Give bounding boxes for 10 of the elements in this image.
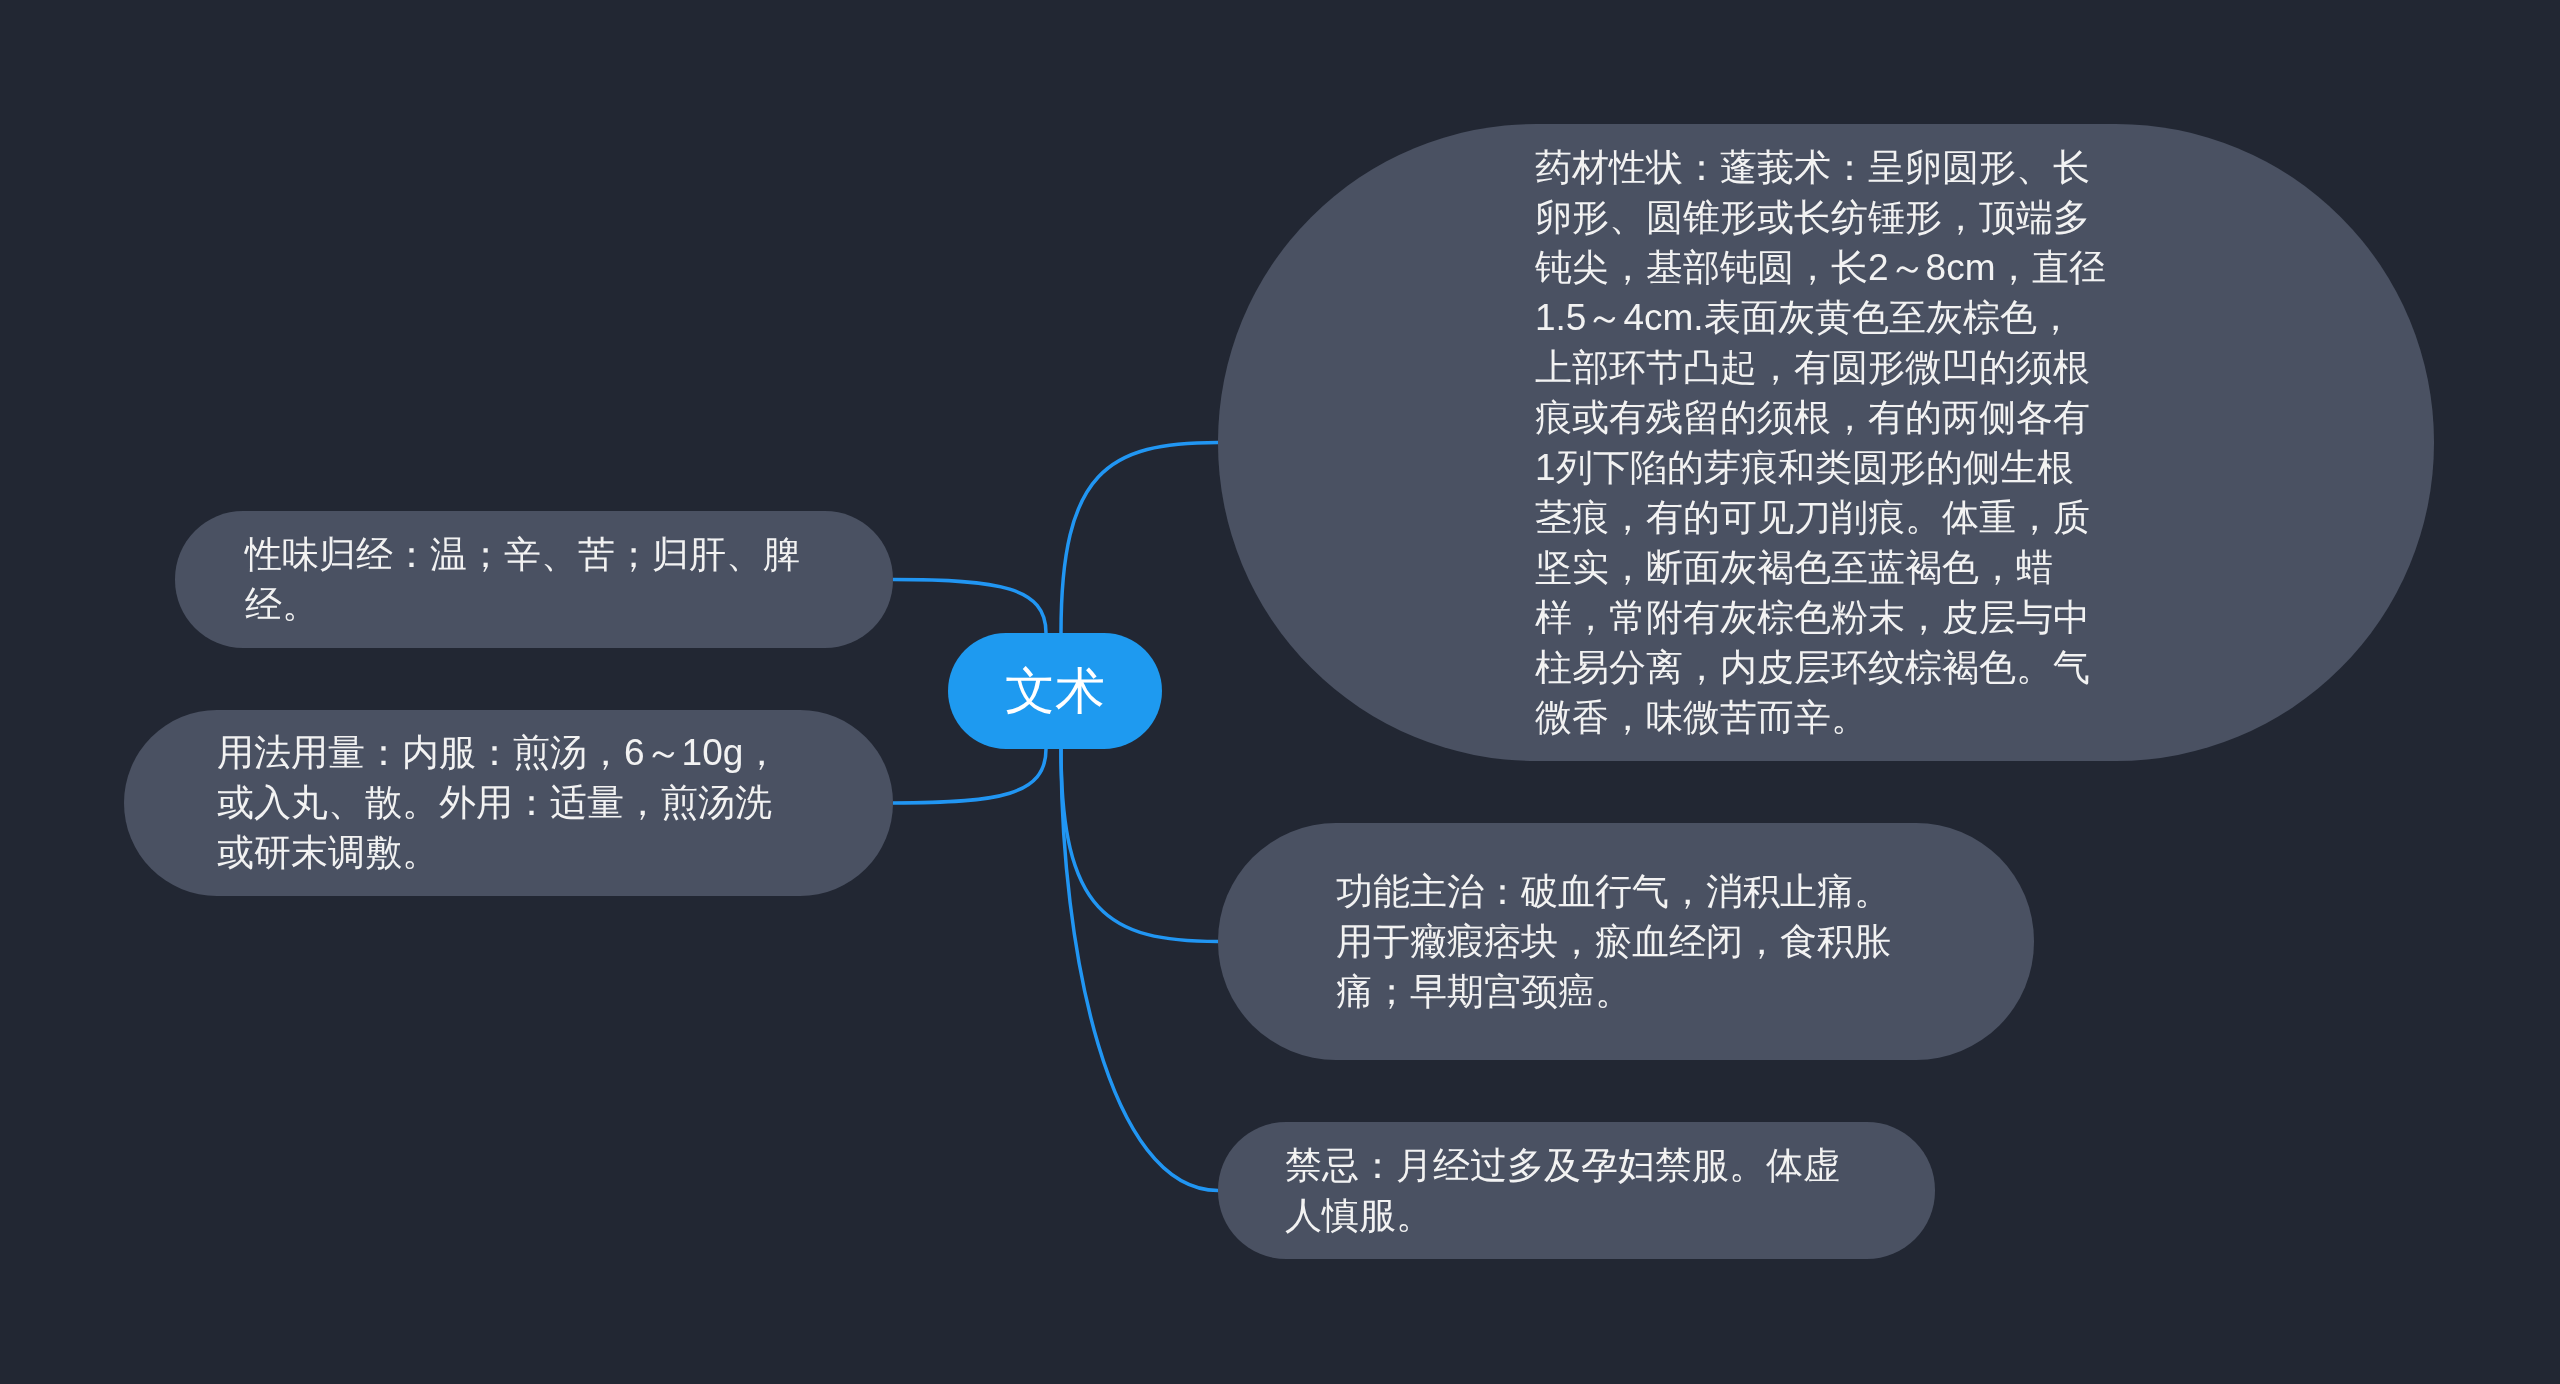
topic-text: 功能主治：破血行气，消积止痛。用于癥瘕痞块，瘀血经闭，食积胀痛；早期宫颈癌。: [1336, 869, 1892, 1014]
connector-line: [893, 748, 1048, 805]
topic-text: 性味归经：温；辛、苦；归肝、脾经。: [245, 532, 801, 627]
topic-text: 药材性状：蓬莪术：呈卵圆形、长卵形、圆锥形或长纺锤形，顶端多钝尖，基部钝圆，长2～8cm，直径1.5～4cm.表面灰黄色至灰棕色，上部环节凸起，有圆形微凹的须根痕或有残留的须根，有的两侧各有1列下陷的芽痕和类圆形的侧生根茎痕，有的可见刀削痕。体重，质坚实，断面灰褐色至蓝褐色，蜡样，常附有灰棕色粉末，皮层与中柱易分离，内皮层环纹棕褐色。气微香，味微苦而辛。: [1535, 145, 2108, 740]
connector-line: [893, 577, 1048, 634]
connector-line: [1059, 748, 1219, 1193]
topic-text: 禁忌：月经过多及孕妇禁服。体虚人慎服。: [1285, 1143, 1841, 1238]
central-topic-text: 文术: [1005, 662, 1105, 721]
connector-line: [1059, 440, 1219, 634]
topic-text: 用法用量：内服：煎汤，6～10g，或入丸、散。外用：适量，煎汤洗或研末调敷。: [217, 731, 782, 875]
